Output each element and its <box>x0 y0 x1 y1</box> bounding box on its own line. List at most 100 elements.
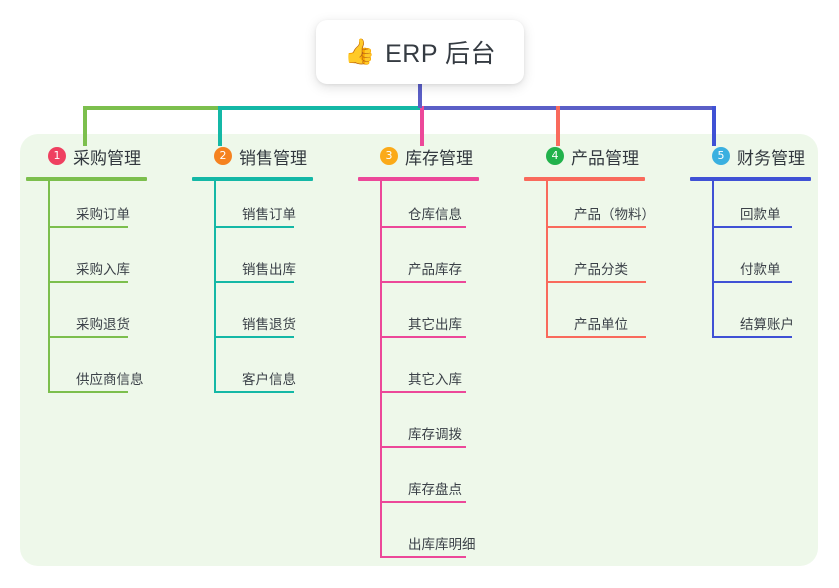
leaf-item-label: 采购入库 <box>76 262 130 277</box>
leaf-item-rule <box>712 281 792 283</box>
column-title-inventory: 库存管理 <box>405 148 473 168</box>
leaf-item[interactable]: 采购入库 <box>48 236 147 291</box>
leaf-item-label: 回款单 <box>740 207 781 222</box>
column-title-purchase: 采购管理 <box>73 148 141 168</box>
leaf-item[interactable]: 库存调拨 <box>380 401 479 456</box>
leaf-list-sales: 销售订单销售出库销售退货客户信息 <box>214 181 313 401</box>
column-product: 4 产品管理产品（物料） 产品分类产品单位 <box>524 142 655 346</box>
leaf-item[interactable]: 其它出库 <box>380 291 479 346</box>
segment-green <box>83 106 218 110</box>
leaf-item-rule <box>380 281 466 283</box>
leaf-spine-inventory <box>380 181 382 558</box>
root-node-card[interactable]: 👍 ERP 后台 <box>316 20 524 84</box>
leaf-item[interactable]: 供应商信息 <box>48 346 147 401</box>
column-header-product[interactable]: 4 产品管理 <box>524 142 645 170</box>
column-header-rule-sales <box>192 177 313 181</box>
leaf-list-finance: 回款单付款单结算账户 <box>712 181 811 346</box>
leaf-item-label: 采购退货 <box>76 317 130 332</box>
thumbs-up-icon: 👍 <box>343 37 376 66</box>
column-title-product: 产品管理 <box>571 148 639 168</box>
leaf-item-rule <box>48 391 128 393</box>
leaf-item-label: 付款单 <box>740 262 781 277</box>
leaf-item-rule <box>380 501 466 503</box>
leaf-spine-finance <box>712 181 714 338</box>
leaf-item-label: 出库库明细 <box>408 537 476 552</box>
leaf-item-rule <box>214 391 294 393</box>
leaf-item-label: 其它入库 <box>408 372 462 387</box>
leaf-item[interactable]: 回款单 <box>712 181 811 236</box>
column-badge-purchase: 1 <box>48 147 66 165</box>
leaf-item-rule <box>712 336 792 338</box>
leaf-item-label: 产品（物料） <box>574 207 655 222</box>
column-header-rule-purchase <box>26 177 147 181</box>
trunk-connector <box>418 84 422 108</box>
leaf-item-rule <box>214 281 294 283</box>
leaf-item-label: 其它出库 <box>408 317 462 332</box>
leaf-item-rule <box>712 226 792 228</box>
drop-purchase <box>83 106 87 146</box>
column-header-rule-inventory <box>358 177 479 181</box>
column-header-rule-product <box>524 177 645 181</box>
leaf-spine-purchase <box>48 181 50 393</box>
column-header-finance[interactable]: 5 财务管理 <box>690 142 811 170</box>
leaf-item[interactable]: 采购订单 <box>48 181 147 236</box>
leaf-item-label: 产品库存 <box>408 262 462 277</box>
segment-teal <box>218 106 420 110</box>
leaf-item-label: 仓库信息 <box>408 207 462 222</box>
leaf-item-label: 客户信息 <box>242 372 296 387</box>
leaf-item-label: 销售退货 <box>242 317 296 332</box>
drop-sales <box>218 106 222 146</box>
leaf-item-rule <box>48 226 128 228</box>
leaf-item[interactable]: 出库库明细 <box>380 511 479 566</box>
column-inventory: 3 库存管理仓库信息产品库存其它出库其它入库库存调拨库存盘点出库库明细 <box>358 142 479 566</box>
leaf-item[interactable]: 产品（物料） <box>546 181 655 236</box>
leaf-item-rule <box>546 281 646 283</box>
leaf-item[interactable]: 付款单 <box>712 236 811 291</box>
leaf-item-label: 产品分类 <box>574 262 628 277</box>
drop-inventory <box>420 106 424 146</box>
leaf-item-rule <box>380 336 466 338</box>
leaf-item[interactable]: 库存盘点 <box>380 456 479 511</box>
leaf-item-label: 产品单位 <box>574 317 628 332</box>
leaf-item[interactable]: 采购退货 <box>48 291 147 346</box>
leaf-item[interactable]: 销售订单 <box>214 181 313 236</box>
drop-finance <box>712 106 716 146</box>
leaf-item[interactable]: 其它入库 <box>380 346 479 401</box>
leaf-item-label: 采购订单 <box>76 207 130 222</box>
leaf-item[interactable]: 产品库存 <box>380 236 479 291</box>
leaf-item-rule <box>48 281 128 283</box>
leaf-item-label: 结算账户 <box>740 317 794 332</box>
column-badge-product: 4 <box>546 147 564 165</box>
leaf-item-rule <box>380 446 466 448</box>
leaf-list-purchase: 采购订单采购入库采购退货供应商信息 <box>48 181 147 401</box>
leaf-item[interactable]: 销售出库 <box>214 236 313 291</box>
column-purchase: 1 采购管理采购订单采购入库采购退货供应商信息 <box>26 142 147 401</box>
root-node-title: ERP 后台 <box>385 40 497 68</box>
drop-product <box>556 106 560 146</box>
column-badge-finance: 5 <box>712 147 730 165</box>
leaf-item-label: 销售订单 <box>242 207 296 222</box>
leaf-item-rule <box>214 226 294 228</box>
leaf-item-label: 库存调拨 <box>408 427 462 442</box>
leaf-item[interactable]: 产品单位 <box>546 291 646 346</box>
leaf-item[interactable]: 产品分类 <box>546 236 646 291</box>
leaf-item[interactable]: 客户信息 <box>214 346 313 401</box>
leaf-item[interactable]: 仓库信息 <box>380 181 479 236</box>
leaf-item[interactable]: 销售退货 <box>214 291 313 346</box>
column-header-inventory[interactable]: 3 库存管理 <box>358 142 479 170</box>
leaf-spine-sales <box>214 181 216 393</box>
leaf-item-rule <box>48 336 128 338</box>
leaf-item-rule <box>214 336 294 338</box>
column-title-sales: 销售管理 <box>239 148 307 168</box>
column-title-finance: 财务管理 <box>737 148 805 168</box>
leaf-item[interactable]: 结算账户 <box>712 291 811 346</box>
leaf-item-label: 供应商信息 <box>76 372 144 387</box>
column-header-purchase[interactable]: 1 采购管理 <box>26 142 147 170</box>
segment-blue <box>420 106 714 110</box>
leaf-item-rule <box>546 226 646 228</box>
leaf-item-rule <box>380 556 466 558</box>
column-badge-inventory: 3 <box>380 147 398 165</box>
